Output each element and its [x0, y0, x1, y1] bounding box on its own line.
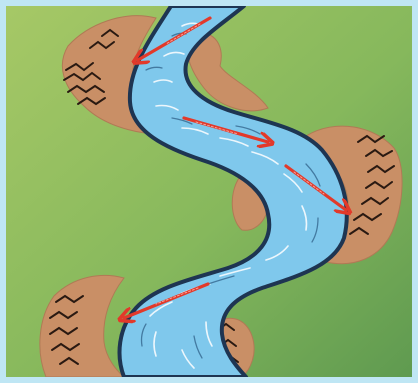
- river-illustration: [6, 6, 412, 377]
- river-scene: [6, 6, 412, 377]
